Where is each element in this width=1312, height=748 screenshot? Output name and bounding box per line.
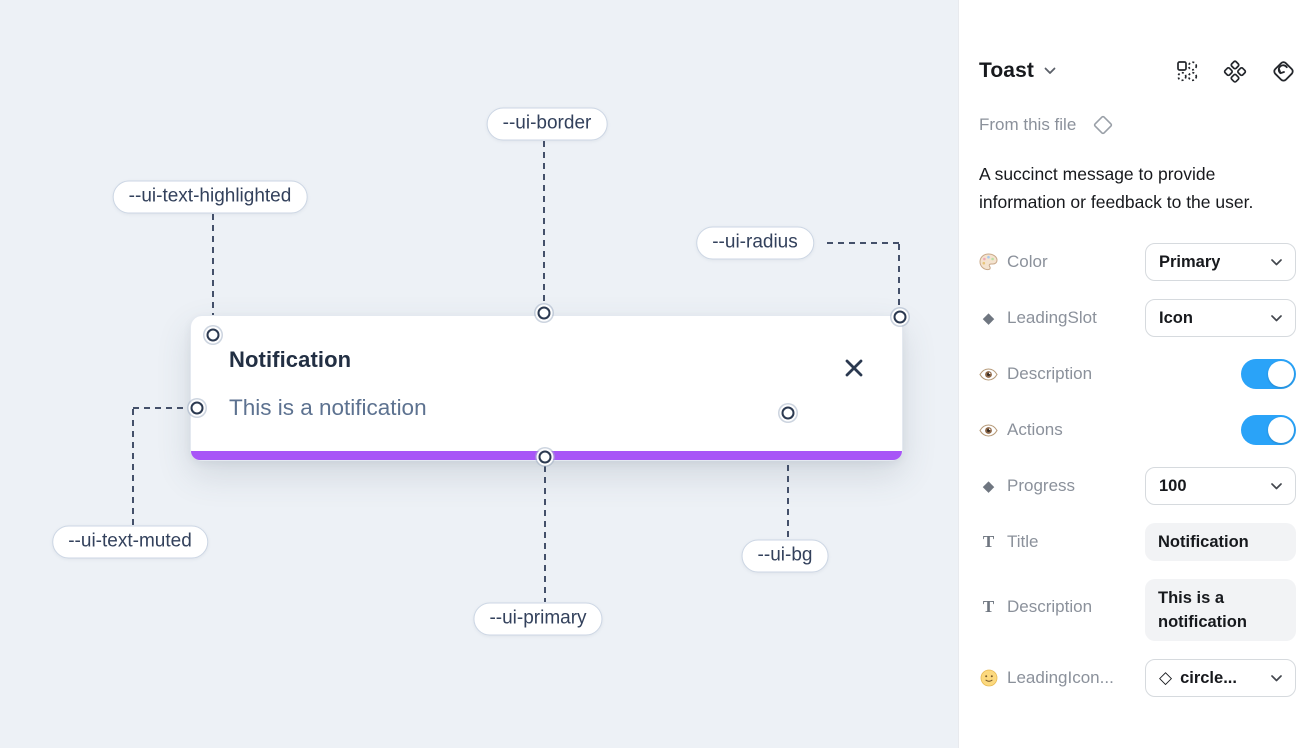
text-icon: T	[982, 597, 995, 616]
color-dropdown[interactable]: Primary	[1145, 243, 1296, 281]
diamond-icon: ◆	[982, 310, 995, 327]
source-label: From this file	[979, 115, 1077, 134]
component-title: Toast	[979, 59, 1034, 82]
handle-radius[interactable]	[893, 310, 907, 324]
handle-bg[interactable]	[781, 406, 795, 420]
leadingslot-value: Icon	[1159, 308, 1193, 327]
leadingicon-dropdown[interactable]: ◇ circle...	[1145, 659, 1296, 697]
connector-ui-border	[543, 141, 545, 305]
prop-label-actions-toggle: Actions	[1007, 420, 1063, 439]
chevron-down-icon[interactable]	[1044, 67, 1056, 75]
color-value: Primary	[1159, 252, 1221, 271]
connector-ui-bg	[787, 421, 789, 539]
toast-title: Notification	[229, 347, 352, 372]
label-ui-text-muted[interactable]: --ui-text-muted	[52, 525, 208, 559]
palette-icon	[979, 253, 998, 271]
prop-label-leadingslot: LeadingSlot	[1007, 308, 1097, 327]
label-ui-radius[interactable]: --ui-radius	[696, 226, 814, 260]
prop-row-color: Color Primary	[979, 243, 1296, 281]
prop-row-leadingicon: LeadingIcon... ◇ circle...	[979, 659, 1296, 697]
leadingicon-value: circle...	[1180, 668, 1237, 687]
prop-label-description-toggle: Description	[1007, 364, 1093, 383]
eye-icon	[979, 367, 998, 381]
connector-ui-primary	[544, 466, 546, 602]
prop-row-description-toggle: Description	[979, 355, 1296, 393]
text-icon: T	[982, 532, 995, 551]
prop-label-color: Color	[1007, 252, 1048, 271]
diamond-icon: ◆	[982, 478, 995, 495]
connector-ui-text-muted-vertical	[132, 409, 134, 525]
toast-component-preview[interactable]: Notification This is a notification	[190, 315, 903, 461]
source-row: From this file	[979, 111, 1296, 139]
actions-toggle[interactable]	[1241, 415, 1296, 445]
handle-border[interactable]	[537, 306, 551, 320]
leadingslot-dropdown[interactable]: Icon	[1145, 299, 1296, 337]
handle-primary[interactable]	[538, 450, 552, 464]
label-ui-text-highlighted[interactable]: --ui-text-highlighted	[112, 180, 308, 214]
description-field[interactable]: This is a notification	[1145, 579, 1296, 641]
swap-instance-icon[interactable]	[1270, 58, 1296, 84]
smiley-icon	[979, 669, 998, 687]
connector-ui-text-highlighted	[212, 214, 214, 326]
prop-row-title: T Title Notification	[979, 523, 1296, 561]
design-canvas[interactable]: Notification This is a notification --ui…	[0, 0, 958, 748]
diamond-outline-icon: ◇	[1159, 668, 1173, 687]
component-description: A succinct message to provide informatio…	[979, 164, 1254, 212]
prop-row-leadingslot: ◆ LeadingSlot Icon	[979, 299, 1296, 337]
prop-row-actions-toggle: Actions	[979, 411, 1296, 449]
prop-label-description-text: Description	[1007, 597, 1093, 616]
label-ui-bg[interactable]: --ui-bg	[741, 539, 829, 573]
prop-row-progress: ◆ Progress 100	[979, 467, 1296, 505]
progress-value: 100	[1159, 476, 1187, 495]
handle-text-highlighted[interactable]	[206, 328, 220, 342]
connector-ui-radius-horizontal	[827, 242, 899, 244]
prop-label-title: Title	[1007, 532, 1039, 551]
connector-ui-text-muted-horizontal	[133, 407, 188, 409]
label-ui-primary[interactable]: --ui-primary	[473, 602, 603, 636]
toast-description: This is a notification	[229, 395, 427, 420]
component-grid-icon[interactable]	[1174, 58, 1200, 84]
prop-label-leadingicon: LeadingIcon...	[1007, 668, 1114, 687]
eye-icon	[979, 423, 998, 437]
description-toggle[interactable]	[1241, 359, 1296, 389]
panel-header: Toast	[979, 56, 1296, 86]
properties-panel: Toast	[958, 0, 1312, 748]
component-set-icon[interactable]	[1222, 58, 1248, 84]
title-field[interactable]: Notification	[1145, 523, 1296, 561]
close-icon[interactable]	[843, 357, 865, 379]
connector-ui-radius-vertical	[898, 244, 900, 308]
progress-dropdown[interactable]: 100	[1145, 467, 1296, 505]
handle-text-muted[interactable]	[190, 401, 204, 415]
prop-row-description-text: T Description This is a notification	[979, 579, 1296, 641]
diamond-icon[interactable]	[1090, 112, 1116, 138]
prop-label-progress: Progress	[1007, 476, 1076, 495]
label-ui-border[interactable]: --ui-border	[486, 107, 608, 141]
